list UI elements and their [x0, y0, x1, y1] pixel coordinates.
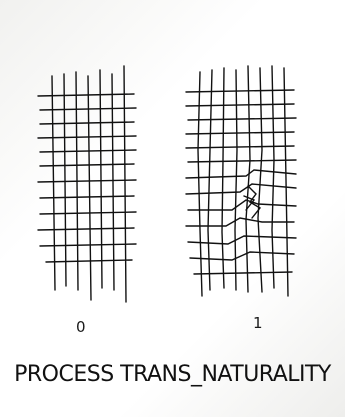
caption-text: PROCESS TRANS_NATURALITY [0, 362, 345, 387]
label-zero: 0 [76, 318, 86, 336]
distorted-grid-sketch [186, 66, 296, 296]
regular-grid-sketch [38, 66, 136, 302]
label-one: 1 [253, 314, 263, 332]
